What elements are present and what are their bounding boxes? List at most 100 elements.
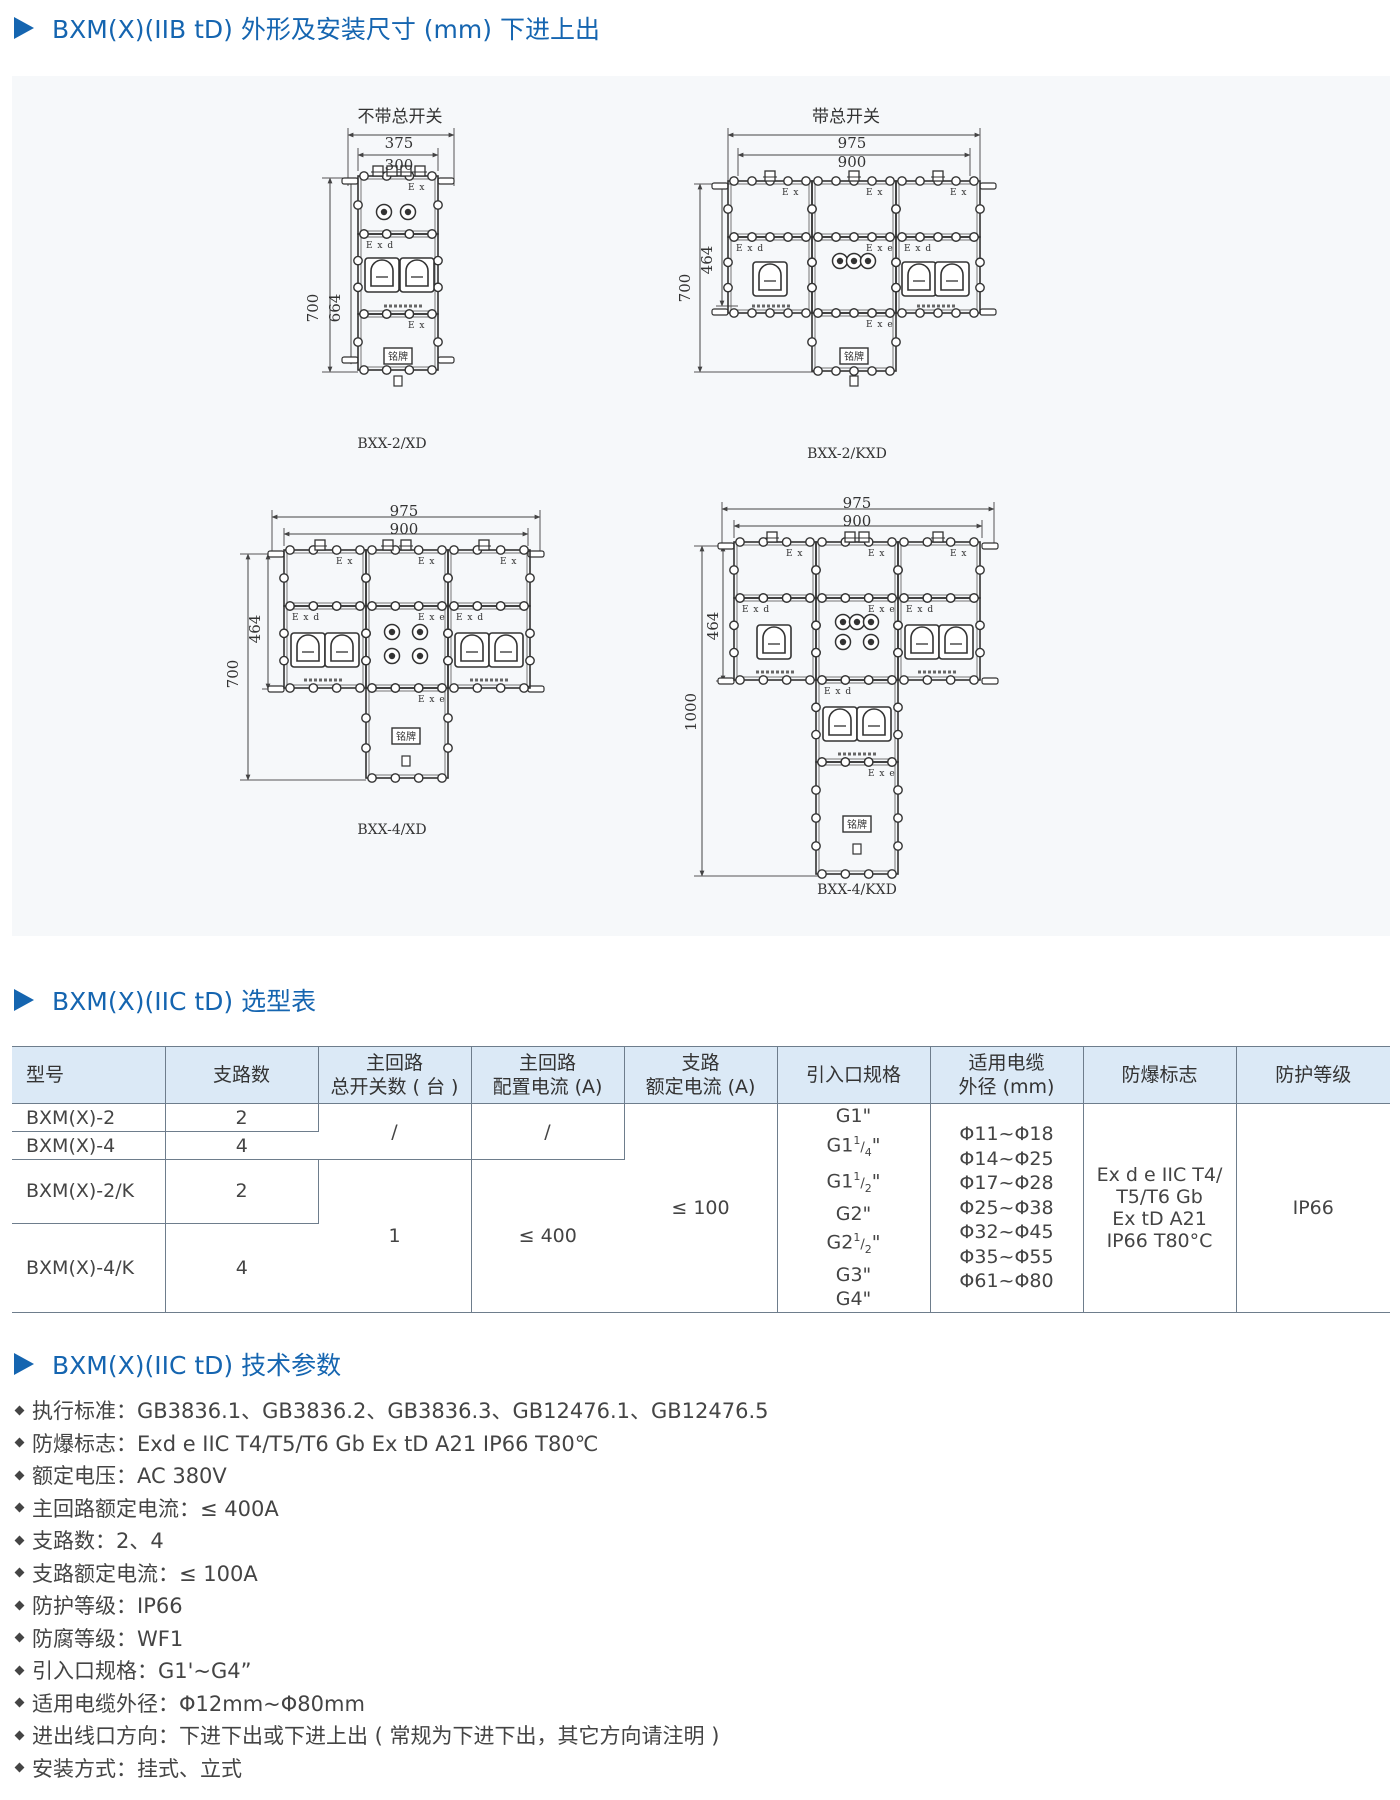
bolt-icon xyxy=(353,200,363,210)
nameplate xyxy=(842,815,872,833)
bolt-icon xyxy=(885,176,895,186)
bolt-icon xyxy=(817,869,827,879)
diamond-bullet-icon xyxy=(14,1697,25,1708)
bolt-icon xyxy=(801,176,811,186)
bolt-icon xyxy=(443,573,453,583)
bolt-icon xyxy=(361,573,371,583)
header-main-current: 主回路配置电流 (A) xyxy=(471,1046,625,1104)
breaker-switch xyxy=(901,261,937,297)
caption-bxx-2-kxd: BXX-2/KXD xyxy=(807,446,887,462)
nameplate xyxy=(383,347,413,365)
entry-spec: G21/2" xyxy=(826,1231,881,1257)
bolt-icon xyxy=(427,365,437,375)
breaker-switch xyxy=(938,624,974,660)
bolt-icon xyxy=(915,176,925,186)
breaker-switch xyxy=(904,624,940,660)
bolt-icon xyxy=(413,683,424,693)
bolt-icon xyxy=(404,229,415,239)
bolt-icon xyxy=(805,593,815,603)
caption-bxx-4-kxd: BXX-4/KXD xyxy=(817,882,897,898)
bolt-icon xyxy=(783,232,793,242)
mounting-ear xyxy=(717,542,735,550)
bolt-icon xyxy=(817,537,827,547)
cable-gland xyxy=(382,539,394,551)
bolt-icon xyxy=(849,366,859,376)
cable-gland xyxy=(858,531,870,543)
panel-marking: E x xyxy=(866,188,884,198)
bolt-icon xyxy=(729,308,739,318)
bolt-icon xyxy=(279,655,289,666)
bolt-icon xyxy=(969,675,979,685)
entry-spec: G1" xyxy=(835,1105,872,1127)
bolt-icon xyxy=(359,229,369,239)
bolt-icon xyxy=(915,308,925,318)
breaker-handle xyxy=(296,634,320,662)
bolt-icon xyxy=(813,232,823,242)
bolt-icon xyxy=(437,773,447,783)
indicator-knob-center xyxy=(867,618,875,626)
mounting-ear xyxy=(437,177,455,185)
bolt-icon xyxy=(308,601,319,611)
indicator-knob-center xyxy=(416,628,424,636)
bolt-icon xyxy=(279,573,289,583)
dim-d3-height-inner: 464 xyxy=(246,615,264,644)
bolt-icon xyxy=(353,337,363,347)
bolt-icon xyxy=(922,593,933,603)
diamond-bullet-icon xyxy=(14,1535,25,1546)
enclosure-box xyxy=(357,175,439,235)
bolt-icon xyxy=(893,620,903,631)
dim-d2-width-outer: 975 xyxy=(838,134,867,152)
breaker-switch xyxy=(934,261,970,297)
mounting-ear xyxy=(711,308,729,316)
cable-gland xyxy=(932,531,944,543)
bolt-icon xyxy=(308,683,319,693)
enclosure-inner-edge xyxy=(360,236,436,312)
bolt-icon xyxy=(840,675,851,685)
cable-gland xyxy=(932,170,944,182)
panel-marking: E x d xyxy=(906,605,934,615)
panel-marking: E x e xyxy=(868,605,896,615)
bolt-icon xyxy=(285,601,295,611)
header-entry-spec: 引入口规格 xyxy=(777,1046,931,1104)
bolt-icon xyxy=(805,537,815,547)
bolt-icon xyxy=(831,232,841,242)
bolt-icon xyxy=(975,257,985,268)
indicator-knob-center xyxy=(867,638,875,646)
triangle-bullet-icon xyxy=(14,989,34,1011)
bolt-icon xyxy=(891,337,901,347)
bolt-icon xyxy=(449,545,459,555)
diamond-bullet-icon xyxy=(14,1762,25,1773)
bolt-icon xyxy=(729,176,739,186)
bolt-icon xyxy=(811,841,821,851)
breaker-handle xyxy=(330,634,354,662)
bolt-icon xyxy=(899,593,909,603)
bolt-icon xyxy=(390,773,401,783)
bolt-icon xyxy=(867,366,877,376)
bolt-icon xyxy=(427,171,437,181)
panel-marking: E x e xyxy=(868,769,896,779)
bolt-icon xyxy=(353,282,363,293)
bolt-icon xyxy=(817,675,827,685)
bolt-icon xyxy=(945,675,956,685)
mounting-ear xyxy=(711,182,729,190)
breaker-handle xyxy=(762,626,786,654)
bolt-icon xyxy=(840,593,851,603)
cable-gland xyxy=(386,165,398,177)
bolt-icon xyxy=(867,176,877,186)
cell-model: BXM(X)-2/K xyxy=(12,1159,166,1224)
bolt-icon xyxy=(807,337,817,347)
bolt-icon xyxy=(729,565,739,575)
bolt-icon xyxy=(945,593,956,603)
bolt-icon xyxy=(922,537,933,547)
cable-gland xyxy=(372,165,384,177)
enclosure-inner-edge xyxy=(900,600,978,678)
bolt-icon xyxy=(367,683,377,693)
bolt-icon xyxy=(867,308,877,318)
bolt-icon xyxy=(951,176,961,186)
cable-gland xyxy=(848,170,860,182)
cell-entry-specs: G1"G11/4"G11/2"G2"G21/2"G3"G4" xyxy=(777,1103,931,1313)
bolt-icon xyxy=(413,773,424,783)
bolt-icon xyxy=(887,593,897,603)
